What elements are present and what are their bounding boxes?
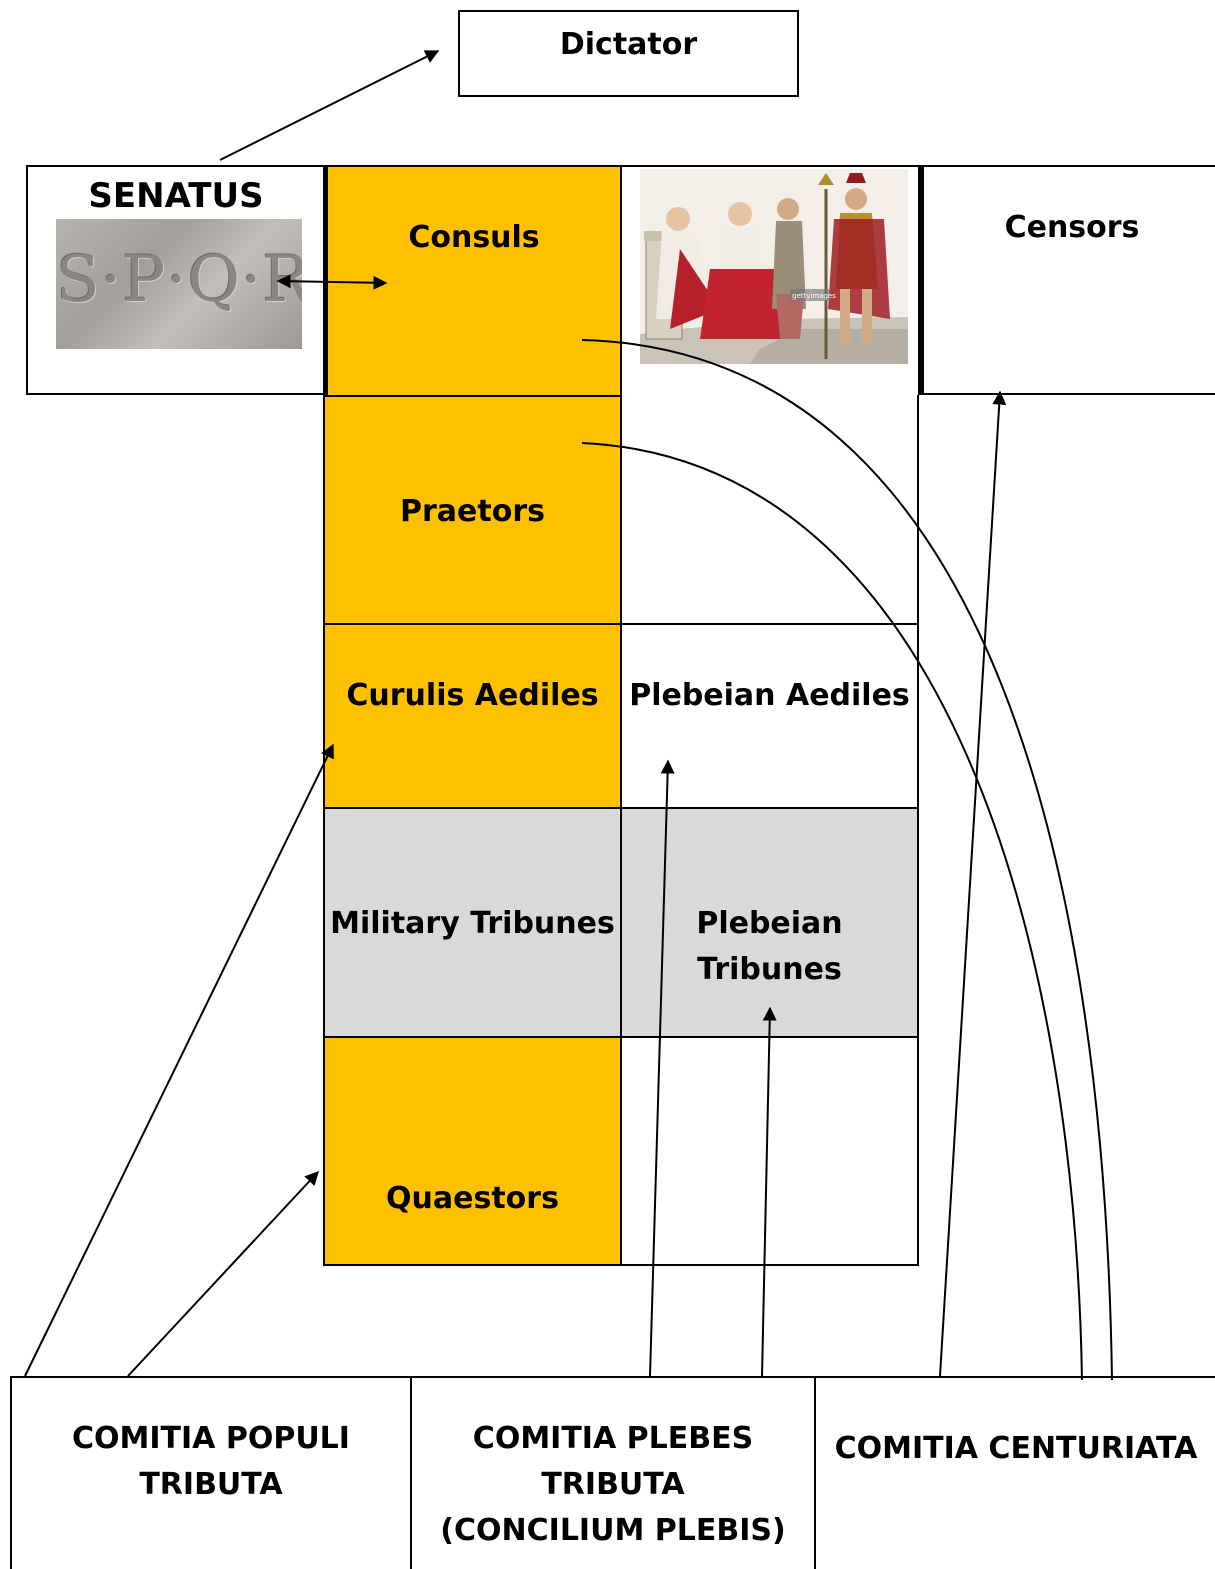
curule-aediles-cell: Curulis Aediles	[323, 623, 622, 808]
centuriata-to-censors-arrow	[939, 390, 1007, 1377]
censors-label: Censors	[1004, 210, 1140, 245]
comitia-populi-tributa-box: COMITIA POPULI TRIBUTA	[10, 1376, 412, 1569]
senate-to-dictator-arrow	[219, 50, 440, 161]
plebeian-tribunes-label-line2: Tribunes	[697, 952, 842, 987]
praetors-cell: Praetors	[323, 395, 622, 624]
dictator-box: Dictator	[458, 10, 799, 97]
praetors-label: Praetors	[400, 494, 545, 529]
spqr-inscription-image: S·P·Q·R	[56, 219, 302, 349]
populi-tributa-to-quaestors-arrow	[127, 1170, 319, 1377]
consuls-label: Consuls	[408, 220, 540, 255]
senate-box: SENATUS S·P·Q·R	[26, 165, 326, 395]
plebeian-aediles-label: Plebeian Aediles	[629, 678, 910, 713]
comitia-plebes-tributa-box: COMITIA PLEBES TRIBUTA (CONCILIUM PLEBIS…	[410, 1376, 816, 1569]
praetors-right-cell	[620, 395, 919, 624]
consul-illustration-cell: gettyimages	[622, 165, 918, 395]
consuls-cell: Consuls	[323, 165, 622, 395]
quaestors-label: Quaestors	[386, 1181, 559, 1216]
senate-label: SENATUS	[88, 176, 264, 216]
comitia-plebes-tributa-line2: TRIBUTA	[541, 1467, 685, 1502]
dictator-label: Dictator	[559, 27, 698, 62]
roman-consuls-illustration: gettyimages	[640, 169, 908, 364]
censors-box: Censors	[918, 165, 1215, 395]
plebeian-tribunes-label-line1: Plebeian	[696, 906, 843, 941]
military-tribunes-label: Military Tribunes	[330, 906, 615, 941]
spqr-inscription-text: S·P·Q·R	[56, 243, 302, 317]
military-tribunes-cell: Military Tribunes	[323, 807, 622, 1037]
plebeian-tribunes-cell: Plebeian Tribunes	[620, 807, 919, 1037]
quaestors-cell: Quaestors	[323, 1036, 622, 1266]
comitia-centuriata-label: COMITIA CENTURIATA	[834, 1431, 1198, 1466]
quaestors-right-cell	[620, 1036, 919, 1266]
comitia-plebes-tributa-line3: (CONCILIUM PLEBIS)	[440, 1513, 786, 1548]
plebeian-aediles-cell: Plebeian Aediles	[620, 623, 919, 808]
populi-tributa-to-curule-aediles-arrow	[24, 743, 334, 1377]
comitia-plebes-tributa-line1: COMITIA PLEBES	[472, 1421, 754, 1456]
comitia-populi-tributa-line1: COMITIA POPULI	[72, 1421, 350, 1456]
comitia-populi-tributa-line2: TRIBUTA	[139, 1467, 283, 1502]
watermark-text: gettyimages	[792, 292, 836, 300]
curule-aediles-label: Curulis Aediles	[346, 678, 599, 713]
comitia-centuriata-box: COMITIA CENTURIATA	[814, 1376, 1215, 1569]
